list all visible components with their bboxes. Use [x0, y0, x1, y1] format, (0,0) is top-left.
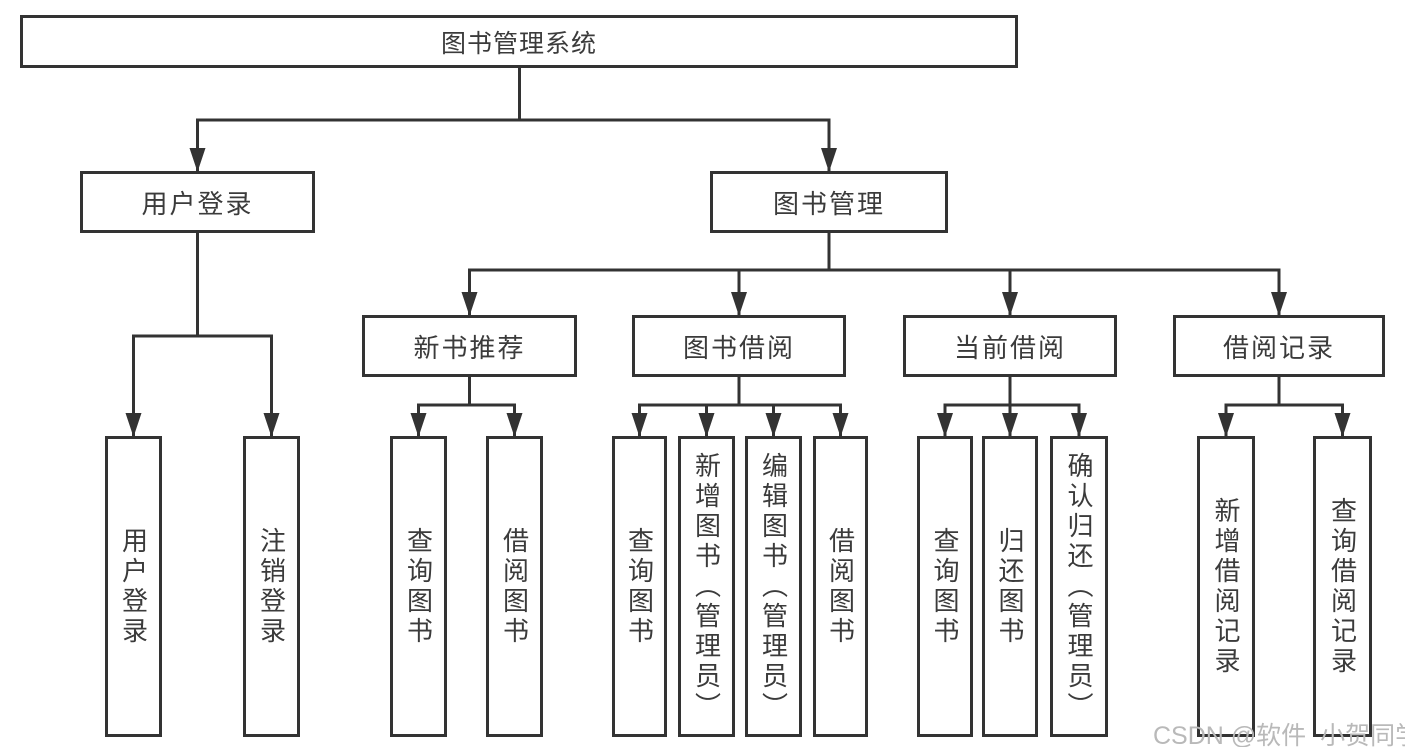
leaf-query-books-borrow: 查询图书: [612, 436, 667, 737]
leaf-label: 新增借阅记录: [1211, 496, 1241, 677]
node-user-login: 用户登录: [80, 171, 315, 233]
leaf-confirm-return-admin: 确认归还（管理员）: [1050, 436, 1108, 737]
node-current-borrow: 当前借阅: [903, 315, 1117, 377]
leaf-label: 借阅图书: [825, 526, 856, 647]
leaf-label: 归还图书: [995, 526, 1025, 647]
leaf-query-books-recommend: 查询图书: [390, 436, 447, 737]
leaf-logout: 注销登录: [243, 436, 300, 737]
leaf-label: 编辑图书（管理员）: [758, 451, 789, 722]
leaf-add-books-admin: 新增图书（管理员）: [678, 436, 735, 737]
node-library-management-system: 图书管理系统: [20, 15, 1018, 68]
leaf-add-borrow-record: 新增借阅记录: [1197, 436, 1255, 737]
leaf-label: 新增图书（管理员）: [691, 451, 722, 722]
leaf-label: 查询图书: [403, 526, 434, 647]
leaf-label: 用户登录: [118, 526, 149, 647]
leaf-query-borrow-record: 查询借阅记录: [1313, 436, 1372, 737]
node-book-management: 图书管理: [710, 171, 948, 233]
leaf-borrow-books-recommend: 借阅图书: [486, 436, 543, 737]
leaf-label: 查询图书: [624, 526, 655, 647]
leaf-query-books-current: 查询图书: [917, 436, 973, 737]
leaf-borrow-books: 借阅图书: [813, 436, 868, 737]
node-book-borrow: 图书借阅: [632, 315, 846, 377]
csdn-watermark: CSDN @软件_小贺同学: [1153, 722, 1405, 747]
leaf-edit-books-admin: 编辑图书（管理员）: [745, 436, 802, 737]
leaf-label: 注销登录: [256, 526, 287, 647]
leaf-label: 借阅图书: [499, 526, 530, 647]
leaf-label: 查询图书: [930, 526, 960, 647]
node-borrow-records: 借阅记录: [1173, 315, 1385, 377]
node-new-book-recommend: 新书推荐: [362, 315, 577, 377]
leaf-user-login: 用户登录: [105, 436, 162, 737]
leaf-label: 查询借阅记录: [1327, 496, 1358, 677]
leaf-return-books: 归还图书: [982, 436, 1038, 737]
leaf-label: 确认归还（管理员）: [1064, 451, 1094, 722]
